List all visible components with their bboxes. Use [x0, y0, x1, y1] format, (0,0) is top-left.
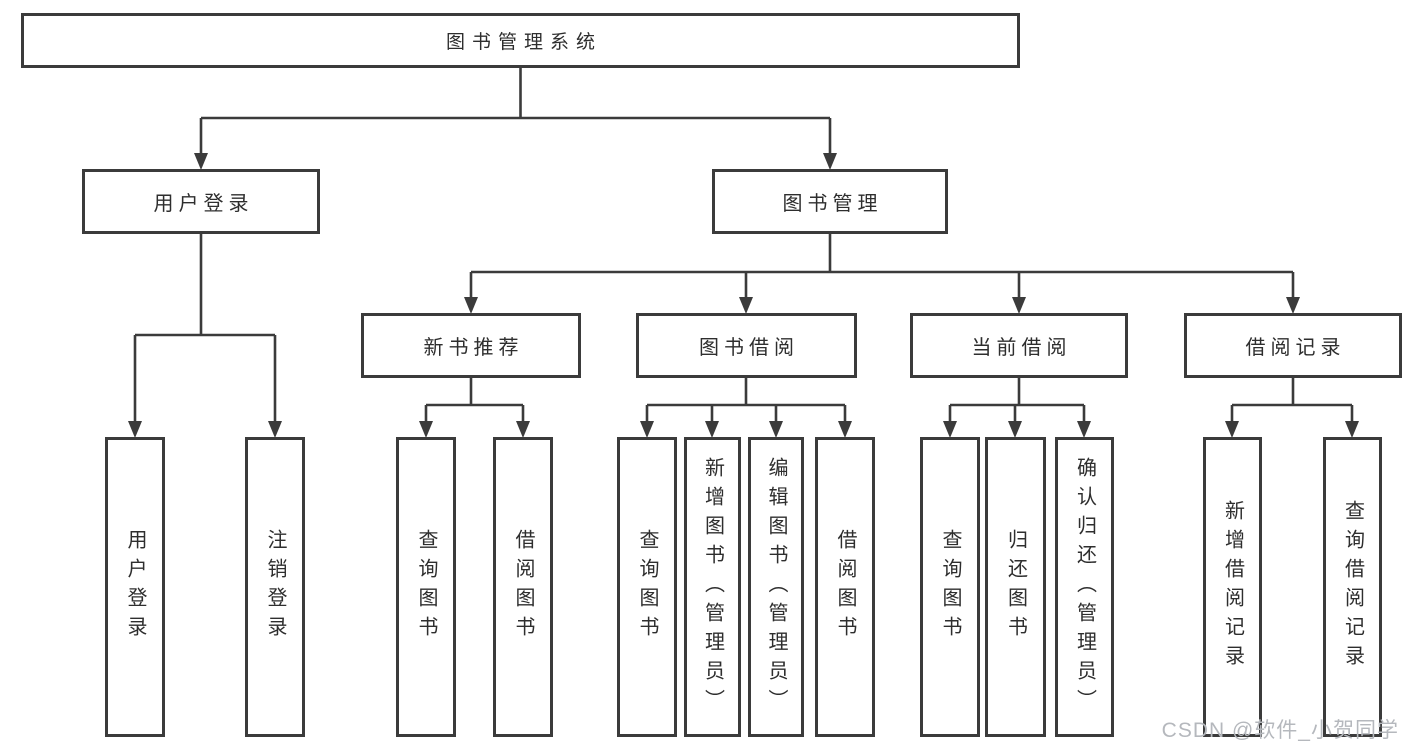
connector-current-borrow-to-leaves	[948, 378, 1086, 424]
leaf-query-books-borrow: 查询图书	[617, 437, 677, 737]
leaf-query-books-current: 查询图书	[920, 437, 980, 737]
connector-borrow-records-to-leaves	[1230, 378, 1354, 424]
leaf-query-books-recommend: 查询图书	[396, 437, 456, 737]
node-book-management: 图书管理	[712, 169, 948, 234]
leaf-label: 用户登录	[124, 529, 146, 645]
leaf-user-login: 用户登录	[105, 437, 165, 737]
leaf-label: 查询图书	[636, 529, 658, 645]
leaf-return-book: 归还图书	[985, 437, 1046, 737]
leaf-label: 归还图书	[1004, 529, 1027, 645]
leaf-edit-book-admin: 编辑图书（管理员）	[748, 437, 804, 737]
leaf-label: 借阅图书	[834, 529, 856, 645]
leaf-borrow-books: 借阅图书	[815, 437, 875, 737]
node-label: 当前借阅	[971, 337, 1072, 359]
leaf-logout: 注销登录	[245, 437, 305, 737]
leaf-label: 新增图书（管理员）	[701, 456, 724, 718]
leaf-label: 查询借阅记录	[1341, 500, 1364, 674]
connector-book-management-to-level3	[469, 234, 1295, 300]
node-book-borrow: 图书借阅	[636, 313, 857, 378]
node-label: 借阅记录	[1245, 337, 1346, 359]
leaf-label: 新增借阅记录	[1221, 500, 1244, 674]
leaf-borrow-books-recommend: 借阅图书	[493, 437, 553, 737]
leaf-add-book-admin: 新增图书（管理员）	[684, 437, 741, 737]
node-label: 用户登录	[153, 193, 254, 215]
node-label: 图书管理系统	[445, 32, 602, 53]
node-label: 新书推荐	[423, 337, 524, 359]
leaf-label: 查询图书	[939, 529, 961, 645]
arrowheads	[128, 153, 1359, 438]
node-book-management-system: 图书管理系统	[21, 13, 1020, 68]
node-user-login: 用户登录	[82, 169, 320, 234]
connector-root-to-level2	[199, 68, 832, 156]
node-label: 图书管理	[782, 193, 883, 215]
leaf-label: 确认归还（管理员）	[1073, 456, 1096, 718]
node-borrow-records: 借阅记录	[1184, 313, 1402, 378]
node-current-borrow: 当前借阅	[910, 313, 1128, 378]
leaf-label: 编辑图书（管理员）	[765, 456, 787, 718]
leaf-label: 注销登录	[264, 529, 286, 645]
leaf-add-borrow-record: 新增借阅记录	[1203, 437, 1262, 737]
leaf-label: 借阅图书	[512, 529, 534, 645]
node-new-book-recommend: 新书推荐	[361, 313, 581, 378]
connector-book-borrow-to-leaves	[645, 378, 847, 424]
leaf-query-borrow-record: 查询借阅记录	[1323, 437, 1382, 737]
csdn-watermark: CSDN @软件_小贺同学	[1161, 719, 1399, 742]
node-label: 图书借阅	[699, 337, 799, 359]
connector-new-book-recommend-to-leaves	[424, 378, 525, 424]
leaf-confirm-return-admin: 确认归还（管理员）	[1055, 437, 1114, 737]
leaf-label: 查询图书	[415, 529, 437, 645]
connector-user-login-to-leaves	[133, 234, 277, 424]
